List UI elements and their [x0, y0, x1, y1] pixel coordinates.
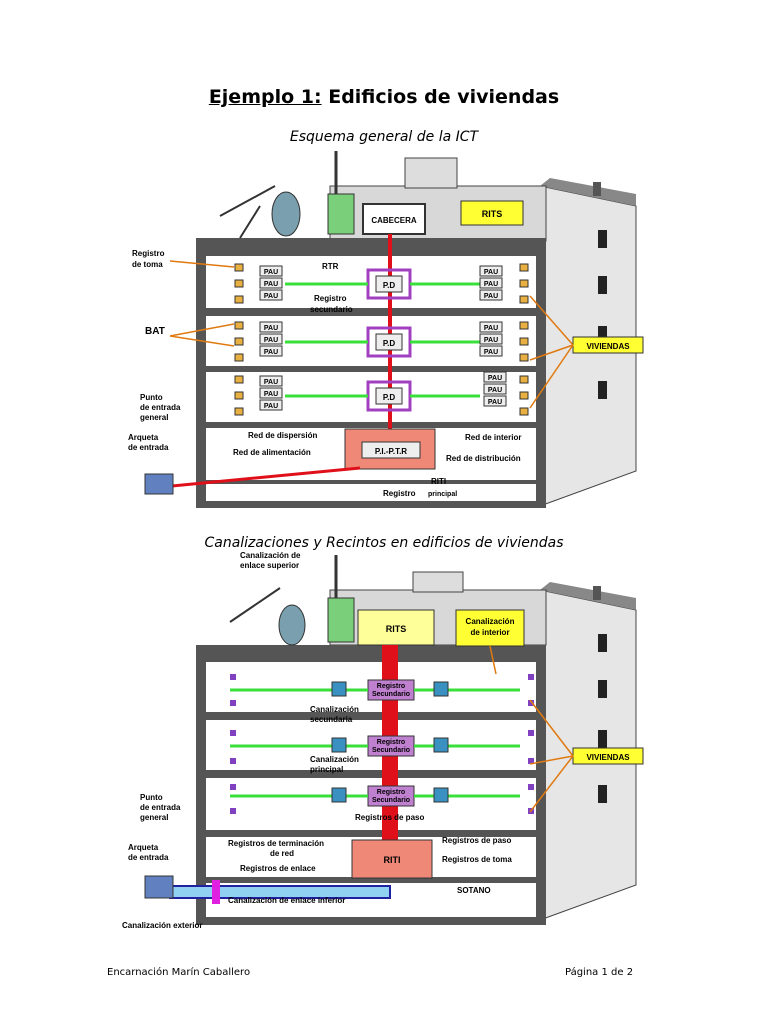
- rits-label: RITS: [482, 209, 503, 219]
- riti-label: RITI: [384, 855, 401, 865]
- title-rest: Edificios de viviendas: [321, 86, 560, 108]
- pau-label: PAU: [264, 391, 278, 398]
- piptr-label: P.I.-P.T.R: [375, 447, 407, 456]
- red-distribucion-label: Red de distribución: [446, 454, 521, 463]
- riti-label: RITI: [431, 477, 446, 486]
- pau-label: PAU: [484, 325, 498, 332]
- pau-label: PAU: [264, 349, 278, 356]
- pau-label: PAU: [488, 387, 502, 394]
- cabecera-label: CABECERA: [371, 216, 417, 225]
- page-title: Ejemplo 1: Edificios de viviendas: [0, 86, 768, 108]
- pau-label: PAU: [484, 337, 498, 344]
- bat-label: BAT: [145, 326, 165, 337]
- pau-label: PAU: [264, 293, 278, 300]
- rits-label: RITS: [386, 624, 407, 634]
- footer-page: Página 1 de 2: [565, 967, 634, 978]
- red-interior-label: Red de interior: [465, 433, 521, 442]
- pau-label: PAU: [264, 325, 278, 332]
- registros-enlace-label: Registros de enlace: [240, 864, 316, 873]
- pau-label: PAU: [264, 379, 278, 386]
- pd-1-label: P.D: [383, 281, 396, 290]
- pau-label: PAU: [488, 375, 502, 382]
- pau-label: PAU: [484, 269, 498, 276]
- red-dispersion-label: Red de dispersión: [248, 431, 317, 440]
- principal-label: principal: [428, 491, 457, 498]
- pd-3-label: P.D: [383, 393, 396, 402]
- viviendas-label: VIVIENDAS: [586, 342, 630, 351]
- pd-2-label: P.D: [383, 339, 396, 348]
- rits-box: [460, 200, 524, 226]
- title-prefix: Ejemplo 1:: [208, 86, 322, 108]
- figure-2-caption: Canalizaciones y Recintos en edificios d…: [204, 535, 564, 551]
- pau-label: PAU: [264, 403, 278, 410]
- rits-box: [357, 609, 435, 646]
- pau-label: PAU: [264, 281, 278, 288]
- sotano-label: SOTANO: [457, 886, 491, 895]
- canal-exterior-label: Canalización exterior: [122, 921, 202, 930]
- figure-1-ict-diagram: CABECERA RITS P.D P.D P.D PAU PAU PAU PA…: [128, 151, 644, 508]
- viviendas-label: VIVIENDAS: [586, 753, 630, 762]
- pau-label: PAU: [484, 349, 498, 356]
- registros-paso-2-label: Registros de paso: [442, 836, 511, 845]
- rtr-label: RTR: [322, 262, 339, 271]
- registro-label: Registro: [383, 489, 416, 498]
- canal-enlace-inferior-label: Canalización de enlace inferior: [228, 896, 345, 905]
- registros-paso-label: Registros de paso: [355, 813, 424, 822]
- pau-label: PAU: [484, 293, 498, 300]
- figure-1-caption: Esquema general de la ICT: [289, 129, 479, 145]
- registros-toma-label: Registros de toma: [442, 855, 512, 864]
- pau-label: PAU: [264, 337, 278, 344]
- pau-label: PAU: [264, 269, 278, 276]
- footer-author: Encarnación Marín Caballero: [107, 967, 251, 978]
- pau-label: PAU: [488, 399, 502, 406]
- pau-label: PAU: [484, 281, 498, 288]
- red-alimentacion-label: Red de alimentación: [233, 448, 311, 457]
- cabecera-box: [362, 203, 426, 235]
